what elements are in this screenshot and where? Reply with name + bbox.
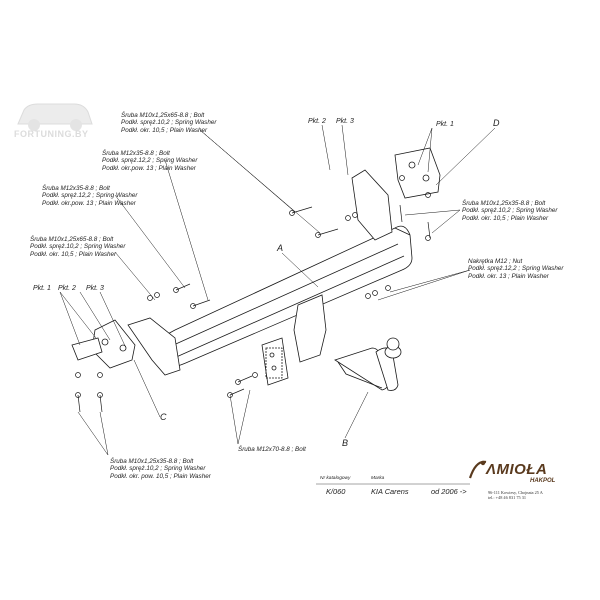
tag-pkt3-top: Pkt. 3 xyxy=(336,118,354,125)
tag-c: C xyxy=(160,412,167,422)
watermark-logo xyxy=(14,94,96,138)
tag-pkt1-top: Pkt. 1 xyxy=(436,121,454,128)
tag-pkt2-top: Pkt. 2 xyxy=(308,118,326,125)
tow-ball-b xyxy=(334,337,402,391)
tag-pkt1-left: Pkt. 1 xyxy=(33,285,51,292)
footer-catalog-value: K/060 xyxy=(326,487,346,496)
label-bolt-center: Śruba M12x70-8.8 ; Bolt xyxy=(238,446,306,453)
bracket-c xyxy=(71,317,181,376)
leader-lines xyxy=(59,124,496,456)
footer-date-value: od 2006 -> xyxy=(431,487,467,496)
tag-b: B xyxy=(342,438,349,448)
tag-a: A xyxy=(277,243,284,253)
footer-brand-value: KIA Carens xyxy=(371,487,409,496)
brand-name: ΛMIOŁA xyxy=(486,461,548,478)
bracket-d xyxy=(351,147,441,241)
footer-catalog-label: Nr katalogowy xyxy=(320,476,351,481)
tag-pkt3-left: Pkt. 3 xyxy=(86,285,104,292)
center-mount xyxy=(261,294,327,386)
watermark-text: FORTUNING.BY xyxy=(14,129,89,139)
brand-sub: HAKPOL xyxy=(530,478,556,484)
tag-pkt2-left: Pkt. 2 xyxy=(58,285,76,292)
tag-d: D xyxy=(493,118,500,128)
car-watermark-icon xyxy=(17,103,93,131)
imiola-mark-icon xyxy=(468,460,487,479)
footer-brand-label: Marka xyxy=(371,476,385,481)
